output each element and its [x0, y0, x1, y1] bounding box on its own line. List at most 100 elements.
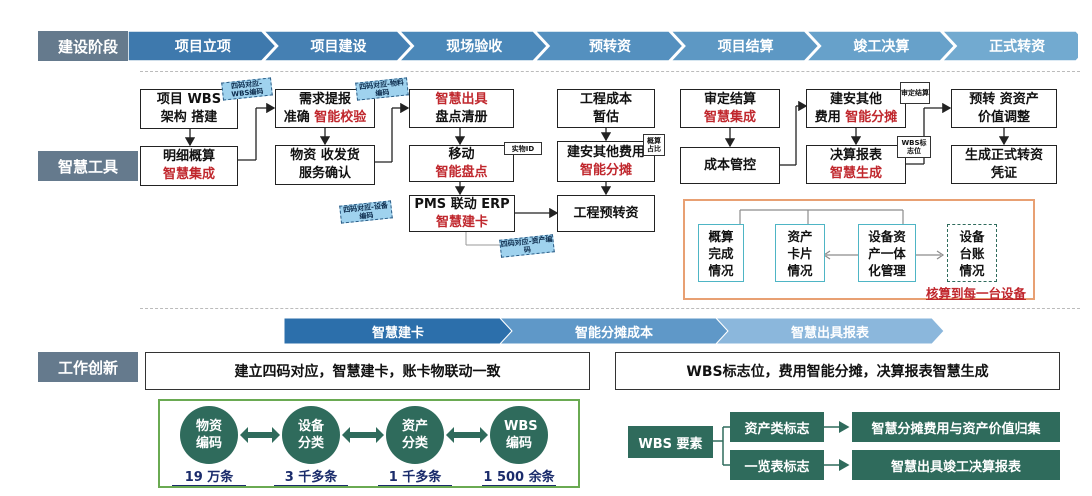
text: 概算完成情况	[708, 228, 734, 278]
wbs-root-box: WBS 要素	[628, 426, 713, 458]
text: 建安其他费用	[566, 144, 645, 160]
text: 准确	[283, 109, 315, 125]
stage-chevron	[262, 31, 413, 61]
band-label: 智慧出具报表	[790, 325, 869, 341]
band-chevron	[284, 318, 513, 344]
stage-label: 现场验收	[446, 39, 503, 55]
code-circle-label: 资产分类	[401, 419, 428, 451]
text: 明细概算	[162, 149, 215, 164]
code-circle: 设备分类	[282, 406, 340, 464]
stage-label: 预转资	[588, 39, 631, 55]
text: 暂估	[592, 109, 619, 125]
text-red: 智慧出具	[435, 91, 488, 107]
text: 工程成本	[579, 91, 632, 107]
stage-label: 项目立项	[174, 39, 231, 55]
box-other-cost: 建安其他费用 智能分摊	[557, 141, 655, 182]
ledger-caption: 核算到每一台设备	[925, 286, 1026, 301]
text: 工程预转资	[573, 205, 639, 221]
text: PMS 联动 ERP	[414, 196, 510, 212]
stage-label: 项目结算	[717, 39, 774, 55]
code-circle-label: WBS编码	[504, 419, 538, 451]
separator-mid	[140, 308, 1080, 309]
box-demand: 需求提报 准确 智能校验	[275, 89, 375, 128]
stage-chevron	[398, 31, 549, 61]
text: 审定结算	[703, 91, 756, 107]
code-circle: 物资编码	[180, 406, 238, 464]
box-pms: PMS 联动 ERP 智慧建卡	[409, 195, 515, 232]
band-chevron	[715, 318, 944, 344]
stage-bar: 项目立项项目建设现场验收预转资项目结算竣工决算正式转资	[128, 31, 1078, 61]
code-count: 3 千多条	[274, 466, 348, 486]
stage-chevrons	[128, 31, 1078, 61]
code-circle-label: 物资编码	[195, 419, 222, 451]
text: 决算报表	[829, 147, 882, 163]
row-label-stages: 建设阶段	[38, 31, 138, 61]
code-circle: WBS编码	[490, 406, 548, 464]
text: 移动	[448, 146, 475, 162]
stage-label: 竣工决算	[853, 39, 910, 55]
text-red: 智慧集成	[703, 109, 756, 125]
ledger-equipment-mgmt-box: 设备资产一体化管理	[858, 224, 916, 282]
text: 项目 WBS	[156, 92, 222, 107]
stage-chevron	[805, 31, 956, 61]
band-chevron	[499, 318, 729, 344]
box-formal-voucher: 生成正式转资 凭证	[951, 145, 1057, 184]
double-arrow-icon	[342, 424, 384, 446]
function-band: 智慧建卡智能分摊成本智慧出具报表	[284, 318, 944, 344]
box-settle: 审定结算 智慧集成	[680, 89, 780, 128]
text: 物资 收发货	[290, 148, 360, 163]
double-arrow-icon	[446, 424, 488, 446]
ledger-budget-box: 概算完成情况	[698, 224, 744, 282]
ledger-asset-card-box: 资产卡片情况	[775, 224, 825, 282]
box-budget: 明细概算 智慧集成	[140, 146, 238, 186]
box-value-adjust: 预转 资资产 价值调整	[951, 89, 1057, 128]
ledger-connectors	[739, 209, 945, 260]
text: 建安其他	[829, 91, 882, 107]
box-final-report: 决算报表 智慧生成	[806, 145, 906, 184]
text-red: 智能分摊	[579, 162, 632, 178]
note-wbs-flag: WBS标志位	[897, 136, 931, 158]
text: 设备台账情况	[959, 228, 985, 278]
box-other-fee: 建安其他 费用 智能分摊	[806, 89, 906, 128]
code-count: 19 万条	[172, 466, 246, 486]
text-red: 智能校验	[314, 109, 367, 125]
text-red: 智慧生成	[829, 165, 882, 181]
innovation-left-title: 建立四码对应，智慧建卡，账卡物联动一致	[145, 352, 590, 390]
text: 设备资产一体化管理	[868, 228, 906, 278]
text: 凭证	[990, 165, 1017, 181]
code-count: 1 千多条	[378, 466, 452, 486]
box-out-stock: 智慧出具 盘点清册	[409, 89, 514, 128]
text-red: 智能盘点	[435, 164, 488, 180]
stage-label: 正式转资	[989, 39, 1046, 55]
note-physical-id: 实物ID	[504, 142, 542, 155]
flag-asset-result: 智慧分摊费用与资产价值归集	[852, 412, 1060, 442]
ledger-frame	[683, 199, 1035, 300]
text: 盘点清册	[435, 109, 488, 125]
text-red: 智能分摊	[845, 109, 898, 125]
ledger-equipment-account-box: 设备台账情况	[947, 224, 997, 282]
flag-list-box: 一览表标志	[730, 450, 824, 480]
code-circle: 资产分类	[386, 406, 444, 464]
row-label-innovation: 工作创新	[38, 352, 138, 382]
note-budget-ratio: 概算占比	[643, 134, 665, 156]
double-arrow-icon	[240, 424, 280, 446]
note-settled: 审定结算	[900, 82, 930, 104]
band-label: 智慧建卡	[371, 325, 424, 341]
code-circle-label: 设备分类	[297, 419, 324, 451]
text: 资产卡片情况	[787, 228, 813, 278]
text: 预转 资资产	[969, 91, 1039, 107]
stage-chevron	[128, 31, 277, 61]
text: 成本管控	[703, 157, 756, 173]
flag-asset-box: 资产类标志	[730, 412, 824, 442]
separator-top	[140, 71, 1080, 72]
row-label-tools: 智慧工具	[38, 151, 138, 181]
stage-chevron	[941, 31, 1078, 61]
innovation-right-title: WBS标志位，费用智能分摊，决算报表智慧生成	[615, 352, 1060, 390]
text-red: 智慧建卡	[435, 214, 488, 230]
box-material: 物资 收发货 服务确认	[275, 145, 375, 185]
band-chevrons	[284, 318, 944, 344]
text: 生成正式转资	[964, 147, 1043, 163]
code-circles-frame	[158, 399, 580, 488]
text: 架构 搭建	[160, 110, 218, 125]
